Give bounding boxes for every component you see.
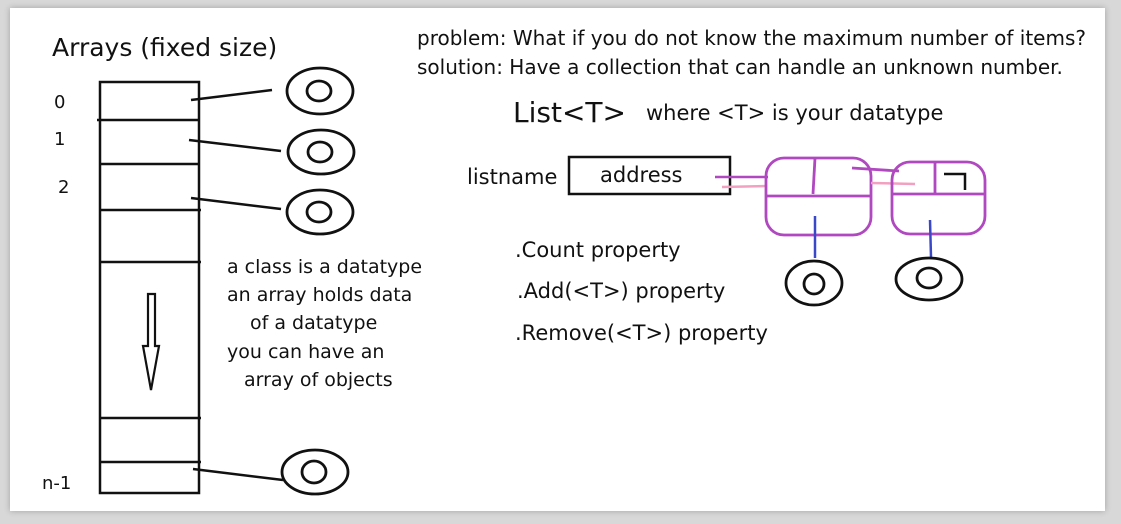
object-icon xyxy=(894,256,964,302)
array-outline xyxy=(98,80,201,495)
note-line: you can have an xyxy=(227,341,385,363)
add-property: .Add(<T>) property xyxy=(517,279,726,303)
node-objects xyxy=(784,256,964,307)
reference-line xyxy=(190,88,273,102)
list-where-text: where <T> is your datatype xyxy=(646,101,944,125)
remove-property: .Remove(<T>) property xyxy=(515,321,768,345)
array-references xyxy=(188,88,284,482)
list-node xyxy=(764,156,900,237)
reference-line xyxy=(188,138,282,153)
list-title: List<T> xyxy=(513,96,626,129)
count-property: .Count property xyxy=(515,238,681,262)
problem-text: problem: What if you do not know the max… xyxy=(417,26,1087,50)
object-icon xyxy=(280,448,350,496)
node-pointer xyxy=(928,219,933,258)
note-line: of a datatype xyxy=(250,312,378,334)
note-line: array of objects xyxy=(244,369,393,391)
note-line: a class is a datatype xyxy=(227,256,423,278)
array-index-label: n-1 xyxy=(42,473,72,494)
array-index-label: 0 xyxy=(54,92,66,113)
array-index-label: 1 xyxy=(54,129,66,150)
list-node xyxy=(890,160,987,236)
down-arrow-icon xyxy=(141,292,161,391)
array-index-label: 2 xyxy=(58,177,70,198)
object-icon xyxy=(285,66,355,116)
array-title: Arrays (fixed size) xyxy=(52,33,278,62)
address-box xyxy=(567,155,732,196)
reference-line xyxy=(192,467,284,482)
reference-line xyxy=(190,196,282,211)
note-line: an array holds data xyxy=(227,284,413,306)
object-icon xyxy=(784,259,844,307)
object-icon xyxy=(285,188,355,236)
address-label: address xyxy=(600,163,683,187)
null-terminator-icon xyxy=(944,172,967,190)
solution-text: solution: Have a collection that can han… xyxy=(417,55,1063,79)
object-icon xyxy=(286,128,356,176)
array-column xyxy=(97,80,201,495)
address-link-secondary xyxy=(721,184,767,189)
listname-label: listname xyxy=(467,165,558,189)
array-objects xyxy=(280,66,356,496)
